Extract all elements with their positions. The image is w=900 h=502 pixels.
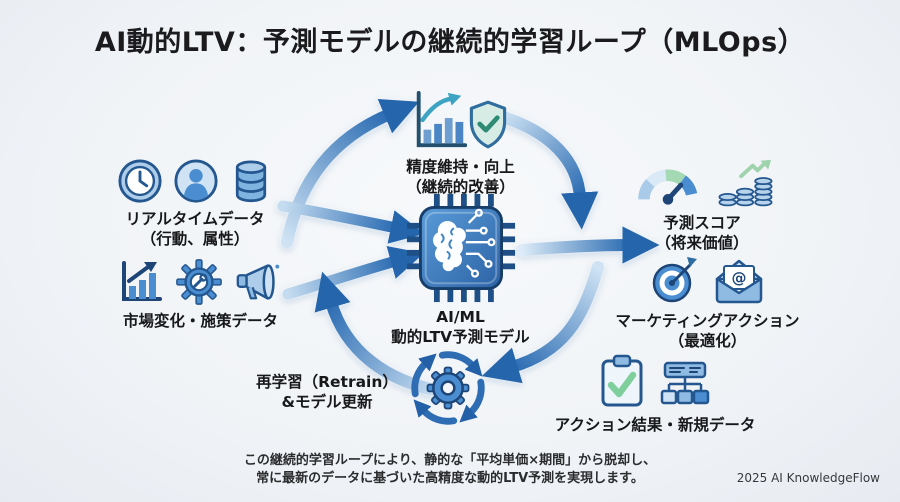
accuracy-icons — [409, 88, 513, 152]
coins-growth-icon — [718, 159, 773, 207]
results-label: アクション結果・新規データ — [554, 416, 756, 434]
ai-chip-brain-icon — [406, 193, 515, 303]
email-at-icon: @ — [715, 259, 762, 304]
growth-chart-icon — [416, 90, 467, 148]
credit-text: 2025 AI KnowledgeFlow — [736, 471, 880, 485]
arrow-realtime-to-model — [277, 200, 425, 244]
model-label: AI/ML — [436, 308, 485, 326]
bar-chart-up-icon — [121, 261, 162, 301]
clock-icon — [118, 159, 162, 203]
marketing-icons: @ — [649, 254, 767, 306]
target-dart-icon — [652, 257, 697, 303]
marketing-sublabel: （最適化） — [668, 332, 747, 351]
node-accuracy: 精度維持・向上 （継続的改善） — [368, 88, 553, 198]
at-symbol: @ — [731, 269, 746, 287]
gear-wrench-icon — [175, 259, 222, 305]
sitemap-icon — [660, 361, 710, 405]
retrain-sublabel: &モデル更新 — [281, 393, 373, 412]
clipboard-check-icon — [601, 354, 643, 407]
footer-line-2: 常に最新のデータに基づいた高精度な動的LTV予測を実現します。 — [256, 471, 644, 487]
node-retrain: 再学習（Retrain） &モデル更新 — [212, 372, 442, 413]
realtime-sublabel: （行動、属性） — [140, 230, 250, 249]
score-label: 予測スコア — [663, 214, 741, 232]
retrain-cycle-icon — [411, 351, 485, 425]
shield-check-icon — [469, 100, 506, 149]
retrain-label: 再学習（Retrain） — [256, 373, 398, 391]
market-label: 市場変化・施策データ — [122, 312, 278, 330]
arrow-model-to-score — [516, 226, 660, 264]
node-score: 予測スコア （将来価値） — [612, 158, 792, 254]
node-market-data: 市場変化・施策データ — [98, 258, 303, 331]
gauge-icon — [638, 169, 698, 205]
results-icons — [597, 352, 713, 410]
marketing-label: マーケティングアクション — [615, 312, 800, 330]
realtime-icons — [117, 158, 273, 204]
model-sublabel: 動的LTV予測モデル — [391, 328, 530, 347]
accuracy-sublabel: （継続的改善） — [406, 178, 515, 197]
diagram-title: AI動的LTV：予測モデルの継続的学習ループ（MLOps） — [94, 27, 806, 58]
score-icons — [630, 158, 774, 208]
user-icon — [174, 159, 218, 203]
arrow-realtime-to-accuracy — [281, 99, 420, 248]
node-ai-model: AI/ML 動的LTV予測モデル — [378, 192, 543, 348]
accuracy-label: 精度維持・向上 — [406, 158, 515, 176]
market-icons — [117, 258, 285, 306]
arrow-retrain-to-model — [314, 271, 451, 398]
node-realtime-data: リアルタイムデータ （行動、属性） — [100, 158, 290, 250]
database-icon — [235, 160, 267, 203]
footer-note: この継続的学習ループにより、静的な「平均単価×期間」から脱却し、 常に最新のデー… — [0, 452, 900, 488]
arrow-marketing-to-retrain — [481, 261, 604, 384]
footer-line-1: この継続的学習ループにより、静的な「平均単価×期間」から脱却し、 — [243, 453, 657, 468]
arrow-accuracy-to-score — [494, 110, 599, 230]
megaphone-icon — [236, 264, 279, 300]
score-sublabel: （将来価値） — [655, 234, 749, 253]
node-action-results: アクション結果・新規データ — [525, 352, 785, 435]
realtime-label: リアルタイムデータ — [125, 210, 265, 228]
node-marketing-action: @ マーケティングアクション （最適化） — [585, 254, 830, 352]
